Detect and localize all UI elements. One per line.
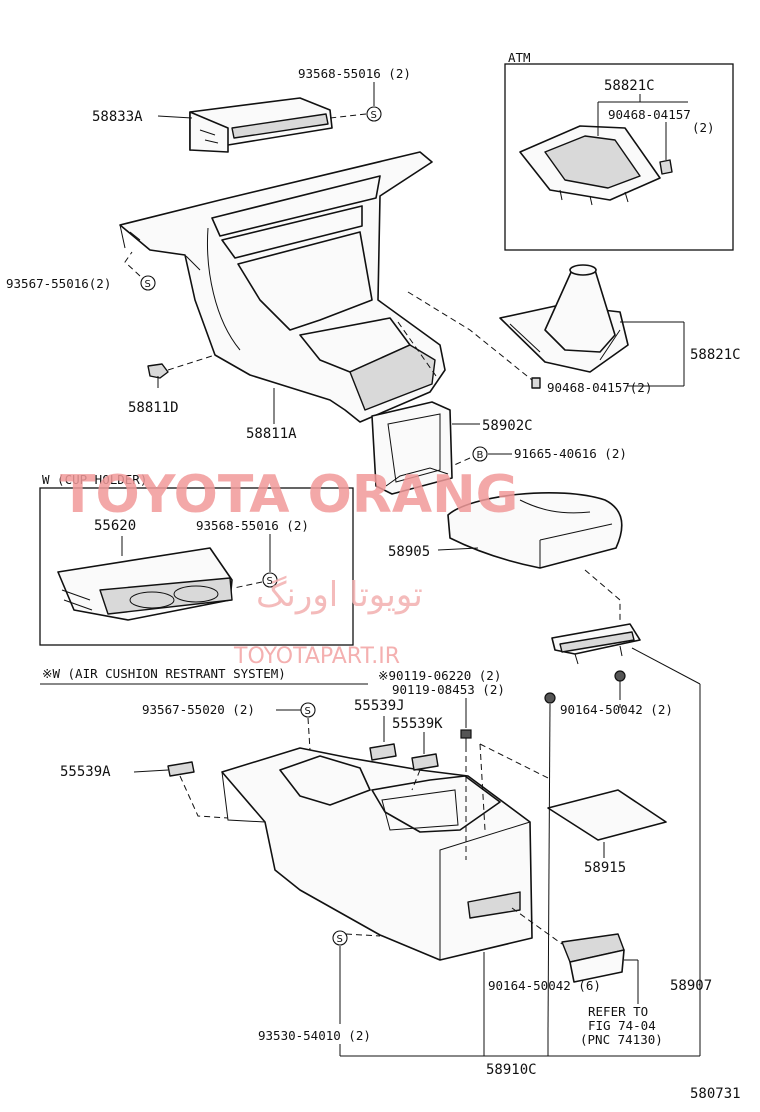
- watermark-url: TOYOTAPART.IR: [233, 644, 400, 669]
- label-58833A: 58833A: [92, 109, 143, 125]
- svg-text:S: S: [337, 934, 343, 945]
- s-clip-icon: S: [366, 106, 382, 122]
- label-55539K: 55539K: [392, 716, 443, 732]
- part-55539J-drawing: [369, 743, 397, 761]
- label-58910C: 58910C: [486, 1062, 537, 1078]
- part-58833A-drawing: [189, 97, 333, 153]
- s-clip-icon: S: [332, 930, 348, 946]
- label-90468-04157-atm-qty: (2): [692, 120, 715, 135]
- label-refer-pnc: (PNC 74130): [580, 1032, 663, 1047]
- screw-icon: [544, 670, 626, 704]
- cup-holder-section-title: W (CUP HOLDER): [42, 472, 147, 487]
- figure-number: 580731: [690, 1086, 741, 1102]
- label-refer-fig: FIG 74-04: [588, 1018, 656, 1033]
- label-58915: 58915: [584, 860, 626, 876]
- label-refer-to: REFER TO: [588, 1004, 648, 1019]
- label-93567-55020: 93567-55020 (2): [142, 702, 255, 717]
- label-58811A: 58811A: [246, 426, 297, 442]
- air-cushion-section-title: ※W (AIR CUSHION RESTRANT SYSTEM): [42, 666, 286, 681]
- part-58915-drawing: [547, 789, 667, 841]
- label-91665-40616: 91665-40616 (2): [514, 446, 627, 461]
- label-55620: 55620: [94, 518, 136, 534]
- s-clip-icon: S: [300, 702, 316, 718]
- part-58811D-drawing: [147, 363, 169, 388]
- watermark-persian: تویوتا اورنگ: [256, 575, 423, 615]
- svg-text:S: S: [145, 279, 151, 290]
- b-bolt-icon: B: [472, 446, 488, 462]
- label-90164-50042-6: 90164-50042 (6): [488, 978, 601, 993]
- watermark-brand: TOYOTA ORANG: [60, 465, 518, 525]
- label-90164-50042-2: 90164-50042 (2): [560, 702, 673, 717]
- part-58910C-drawing: [221, 747, 533, 961]
- svg-text:S: S: [305, 706, 311, 717]
- label-93567-55016: 93567-55016(2): [6, 276, 111, 291]
- label-55539J: 55539J: [354, 698, 405, 714]
- label-90468-04157: 90468-04157(2): [547, 380, 652, 395]
- label-58907: 58907: [670, 978, 712, 994]
- svg-text:S: S: [371, 110, 377, 121]
- part-58905-drawing: [447, 492, 623, 569]
- atm-section-title: ATM: [508, 50, 531, 65]
- label-93568-55016-top: 93568-55016 (2): [298, 66, 411, 81]
- svg-text:S: S: [267, 576, 273, 587]
- part-58902C-drawing: [371, 401, 453, 495]
- cup-holder-section-box: [39, 487, 354, 646]
- label-58821C-atm: 58821C: [604, 78, 655, 94]
- label-93530-54010: 93530-54010 (2): [258, 1028, 371, 1043]
- part-55620-drawing: [57, 547, 233, 621]
- label-93568-55016-cup: 93568-55016 (2): [196, 518, 309, 533]
- label-58905: 58905: [388, 544, 430, 560]
- label-90119-08453: 90119-08453 (2): [392, 682, 505, 697]
- part-58811A-drawing: [119, 151, 446, 423]
- label-58821C: 58821C: [690, 347, 741, 363]
- label-58902C: 58902C: [482, 418, 533, 434]
- part-58821C-atm-drawing: [519, 125, 673, 206]
- label-90119-06220: ※90119-06220 (2): [378, 668, 501, 683]
- bolt-icon: [460, 729, 472, 752]
- s-clip-icon: S: [140, 275, 156, 291]
- part-55539K-drawing: [411, 753, 439, 771]
- label-55539A: 55539A: [60, 764, 111, 780]
- svg-text:B: B: [477, 450, 484, 461]
- s-clip-icon: S: [262, 572, 278, 588]
- atm-section-box: [504, 63, 734, 251]
- label-90468-04157-atm: 90468-04157: [608, 107, 691, 122]
- part-55539A-drawing: [167, 761, 195, 777]
- switch-refer-fig-drawing: [561, 933, 625, 983]
- part-58907-drawing: [551, 623, 641, 665]
- label-58811D: 58811D: [128, 400, 179, 416]
- part-58821C-drawing: [499, 264, 629, 389]
